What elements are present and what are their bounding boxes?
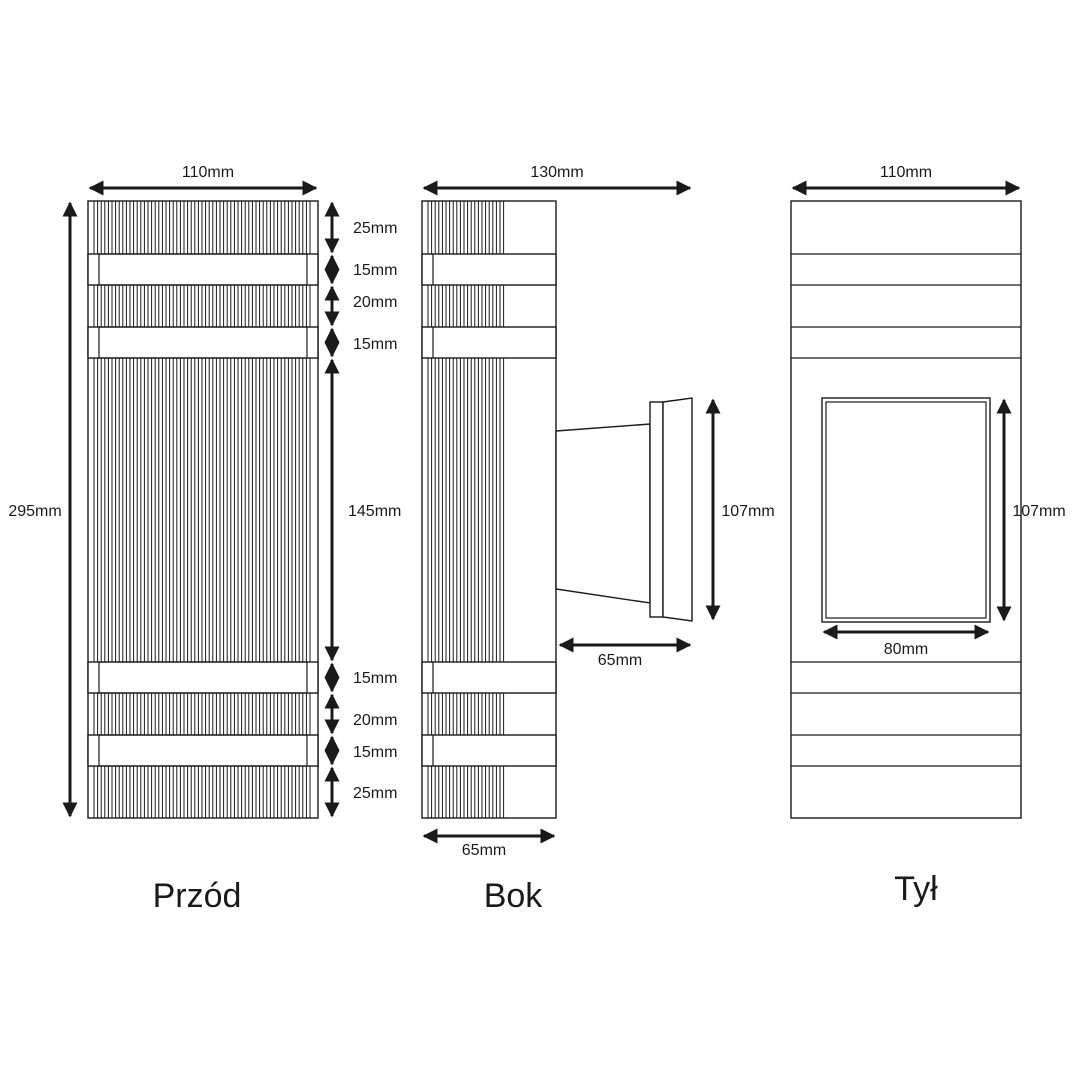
side-hatching — [427, 201, 505, 818]
section-label: 15mm — [353, 670, 397, 687]
mount-plate — [662, 397, 693, 622]
plate-height-label: 107mm — [1012, 503, 1065, 520]
back-caption: Tył — [894, 870, 938, 908]
section-label: 15mm — [353, 336, 397, 353]
mounting-plate-inner — [825, 401, 987, 619]
front-band-3-inner — [98, 661, 308, 694]
section-label: 20mm — [353, 294, 397, 311]
front-band-4 — [87, 734, 319, 767]
back-width-label: 110mm — [880, 164, 932, 181]
plate-width-label: 80mm — [884, 641, 928, 658]
section-label: 25mm — [353, 220, 397, 237]
mount-height-label: 107mm — [721, 503, 774, 520]
back-outline — [790, 200, 1022, 819]
front-band-1 — [87, 253, 319, 286]
side-band-4 — [421, 734, 557, 767]
mount-neck — [555, 423, 651, 604]
section-label: 20mm — [353, 712, 397, 729]
front-band-2-inner — [98, 326, 308, 359]
front-width-label: 110mm — [182, 164, 234, 181]
front-caption: Przód — [153, 877, 242, 915]
section-label: 25mm — [353, 785, 397, 802]
section-label: 145mm — [348, 503, 401, 520]
front-band-2 — [87, 326, 319, 359]
side-band-2 — [421, 326, 557, 359]
front-hatching — [93, 201, 311, 818]
front-outline — [87, 200, 319, 819]
front-band-4-inner — [98, 734, 308, 767]
front-height-label: 295mm — [8, 503, 61, 520]
side-depth-label: 130mm — [530, 164, 583, 181]
mount-depth-label: 65mm — [598, 652, 642, 669]
back-view: 110mm 107mm 80mm Tył — [790, 164, 1066, 908]
side-view: 130mm 65mm 65mm 107mm Bok — [421, 164, 775, 915]
side-band-3 — [421, 661, 557, 694]
side-body-width-label: 65mm — [462, 842, 506, 859]
front-band-1-inner — [98, 253, 308, 286]
section-label: 15mm — [353, 262, 397, 279]
section-label: 15mm — [353, 744, 397, 761]
mounting-plate-outer — [821, 397, 991, 623]
mount-flange — [649, 401, 664, 618]
front-view: 110mm 295mm 25mm 15mm 20mm 15mm 145mm 15… — [8, 164, 401, 915]
side-band-1 — [421, 253, 557, 286]
front-band-3 — [87, 661, 319, 694]
side-caption: Bok — [484, 877, 544, 915]
